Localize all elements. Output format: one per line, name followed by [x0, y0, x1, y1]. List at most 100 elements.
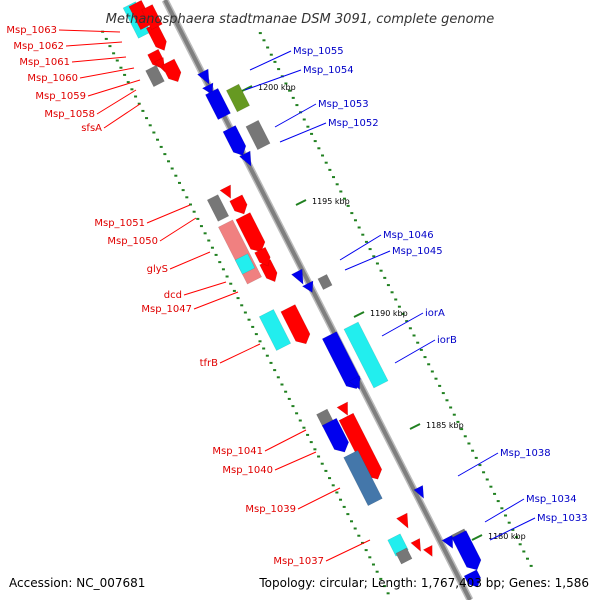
tick-dot: [306, 125, 310, 128]
gene-shape: [321, 331, 361, 390]
gene-label-left: Msp_1050: [107, 236, 158, 247]
leader-line: [96, 89, 137, 115]
tick-dot: [196, 217, 200, 220]
tick-dot: [262, 39, 266, 42]
leader-line: [71, 56, 127, 63]
leader-line: [169, 251, 211, 270]
gene-shape: [280, 304, 311, 345]
tick-dot: [357, 226, 361, 229]
gene-feature: [321, 331, 361, 390]
tick-dot: [104, 37, 108, 40]
tick-dot: [284, 82, 288, 85]
tick-dot: [232, 289, 236, 292]
tick-dot: [342, 197, 346, 200]
major-tick: [409, 423, 421, 430]
tick-dot: [309, 441, 313, 444]
gene-label-left: Msp_1039: [245, 504, 296, 515]
tick-dot: [452, 413, 456, 416]
tick-dot: [328, 477, 332, 480]
tick-dot: [493, 492, 497, 495]
tick-dot: [474, 456, 478, 459]
gene-feature: [259, 259, 278, 283]
label-leader-lines: [58, 29, 536, 562]
tick-dot: [280, 383, 284, 386]
gene-feature: [451, 530, 482, 571]
leader-line: [103, 103, 141, 129]
accession-text: Accession: NC_007681: [9, 576, 145, 590]
tick-dot: [467, 442, 471, 445]
tick-dot: [350, 520, 354, 523]
leader-line: [279, 122, 327, 143]
tick-dot: [276, 376, 280, 379]
tick-dot: [328, 168, 332, 171]
tick-dot: [434, 377, 438, 380]
tick-dot: [335, 183, 339, 186]
tick-dot: [159, 145, 163, 148]
tick-dot: [302, 118, 306, 121]
tick-dot: [152, 131, 156, 134]
tick-dot: [496, 500, 500, 503]
tick-dot: [130, 88, 134, 91]
gene-feature: [395, 547, 413, 565]
tick-dot: [339, 190, 343, 193]
gene-label-right: Msp_1038: [500, 448, 551, 459]
tick-dot: [427, 363, 431, 366]
leader-line: [325, 539, 371, 562]
gene-shape: [463, 569, 481, 588]
gene-shape: [343, 449, 383, 507]
major-tick: [471, 534, 483, 541]
tick-dot: [372, 255, 376, 258]
tick-dot: [416, 341, 420, 344]
tick-dot: [112, 52, 116, 55]
tick-dot: [408, 327, 412, 330]
tick-dot: [273, 60, 277, 63]
tick-dot: [463, 435, 467, 438]
tick-dot: [108, 45, 112, 48]
tick-dot: [123, 73, 127, 76]
tick-dot: [332, 176, 336, 179]
tick-dot: [471, 449, 475, 452]
gene-feature: [235, 212, 266, 253]
tick-dot: [317, 455, 321, 458]
tick-dot: [405, 320, 409, 323]
gene-feature: [145, 64, 165, 88]
tick-dot: [141, 109, 145, 112]
tick-dot: [449, 406, 453, 409]
gene-feature: [219, 184, 231, 199]
gene-shape: [235, 212, 266, 253]
tick-dot: [229, 282, 233, 285]
tick-dot: [313, 140, 317, 143]
gene-feature: [145, 22, 167, 51]
gene-feature: [336, 401, 348, 416]
tick-dot: [456, 420, 460, 423]
gene-feature: [239, 150, 252, 167]
gene-shape: [206, 194, 230, 222]
tick-dot: [247, 318, 251, 321]
tick-dot: [324, 161, 328, 164]
tick-dot: [207, 239, 211, 242]
tick-dot: [167, 160, 171, 163]
gene-label-left: sfsA: [81, 123, 102, 134]
leader-line: [381, 312, 424, 337]
tick-dot: [236, 297, 240, 300]
gene-shape: [348, 375, 360, 390]
tick-dot: [243, 311, 247, 314]
gene-feature: [413, 484, 425, 499]
gene-label-left: Msp_1041: [212, 446, 263, 457]
tick-dot: [364, 549, 368, 552]
leader-line: [87, 79, 141, 97]
gene-shape: [395, 547, 413, 565]
tick-dot: [188, 203, 192, 206]
tick-dot: [298, 419, 302, 422]
tick-dot: [262, 347, 266, 350]
tick-dot: [379, 269, 383, 272]
tick-dot: [482, 471, 486, 474]
tick-dot: [511, 528, 515, 531]
tick-dot: [221, 268, 225, 271]
tick-dot: [346, 513, 350, 516]
tick-dot: [265, 354, 269, 357]
tick-dot: [430, 370, 434, 373]
gene-shape: [234, 253, 256, 275]
tick-dot: [364, 240, 368, 243]
tick-dot: [317, 147, 321, 150]
